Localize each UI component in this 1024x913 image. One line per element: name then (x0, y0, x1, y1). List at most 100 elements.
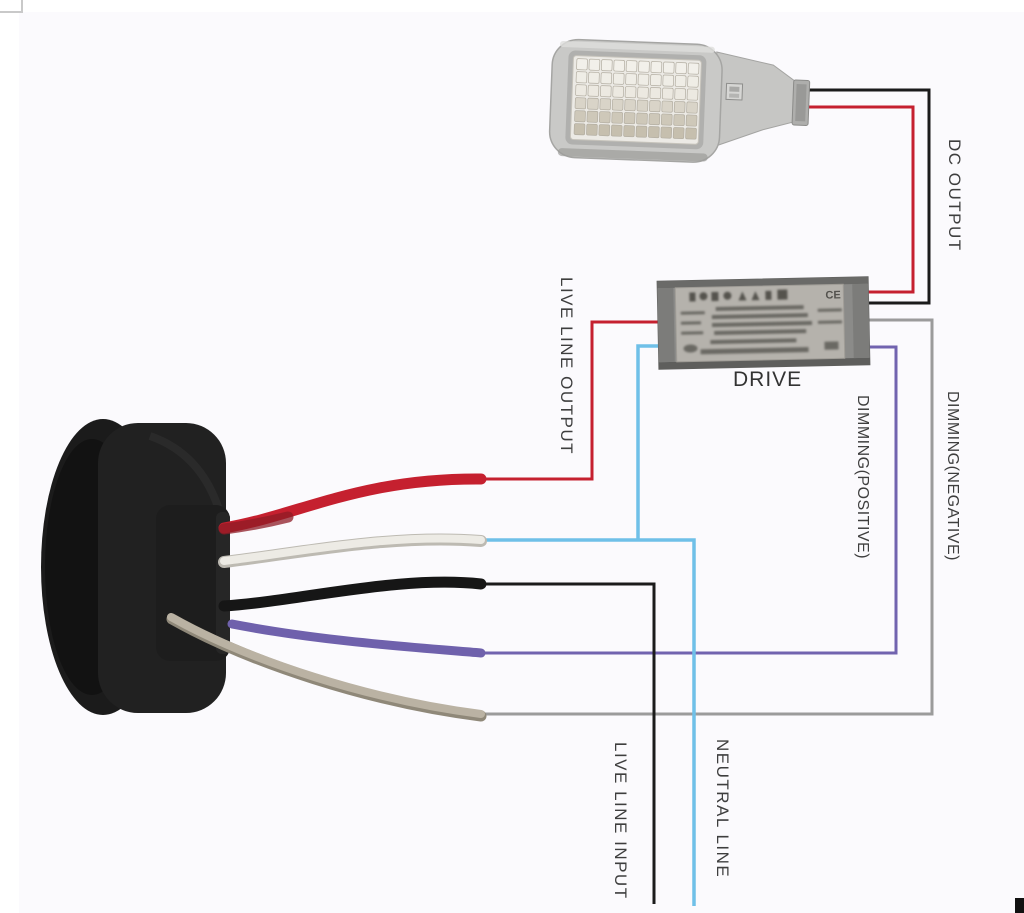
street-light-logo-mark-2 (729, 93, 740, 98)
lead-wire-gray (167, 613, 485, 718)
led-cell (612, 72, 625, 85)
led-cell (686, 88, 699, 101)
led-cell (661, 100, 674, 113)
label-neutral-line: NEUTRAL LINE (713, 739, 732, 879)
led-cell (586, 123, 598, 136)
led-cell (623, 125, 635, 138)
led-cell (662, 61, 675, 74)
photocell-lead-wires (166, 473, 487, 722)
led-cell (674, 75, 687, 88)
led-cell (661, 87, 674, 100)
schematic-wires (481, 88, 934, 906)
street-light-arm (712, 51, 802, 148)
led-cell (673, 101, 686, 114)
led-cell (649, 100, 661, 113)
street-light-head-highlight (559, 41, 715, 53)
label-dimming-positive: DIMMING(POSITIVE) (854, 395, 871, 560)
led-cell (650, 61, 663, 74)
page-corner-box (0, 0, 23, 13)
driver-label-text-lines (680, 305, 843, 355)
wire-neutral-main (481, 538, 696, 906)
led-cell (574, 110, 586, 123)
led-cell (648, 113, 661, 126)
led-cell (687, 75, 699, 88)
wire-dimming-positive (481, 345, 898, 655)
led-cell (574, 97, 587, 110)
led-cell (625, 73, 637, 86)
wire-live-line-input (481, 582, 656, 904)
photocell-connector-edge (216, 512, 230, 654)
wire-neutral-to-driver (636, 344, 660, 540)
led-cell (685, 127, 697, 140)
label-live-line-output: LIVE LINE OUTPUT (557, 277, 576, 455)
led-cell (674, 88, 686, 101)
video-progress-mark (1015, 898, 1024, 913)
led-cell (649, 87, 662, 100)
led-cell (599, 98, 612, 111)
led-cell (600, 72, 613, 85)
driver-label-print (680, 289, 843, 355)
led-cell (598, 111, 611, 124)
lead-wire-white (220, 534, 485, 565)
wire-dc-positive (803, 105, 915, 294)
led-cell (587, 84, 600, 97)
led-cell (587, 97, 599, 110)
driver-case-right-cap (852, 283, 870, 359)
led-cell (638, 60, 650, 73)
led-cell (624, 99, 636, 112)
led-cell (599, 85, 612, 98)
led-cell (612, 85, 624, 98)
led-grid (573, 58, 700, 140)
label-dc-output: DC OUTPUT (945, 139, 964, 252)
led-cell (660, 113, 673, 126)
led-cell (650, 74, 662, 87)
led-cell (623, 112, 636, 125)
led-cell (586, 110, 599, 123)
led-street-light (548, 38, 811, 163)
led-cell (575, 84, 587, 97)
led-cell (687, 62, 700, 75)
led-cell (613, 59, 625, 72)
street-light-bracket-inner (795, 84, 807, 122)
wire-dimming-negative (481, 318, 934, 716)
driver-case-bottom-edge (658, 357, 870, 370)
led-cell (637, 86, 649, 99)
led-cell (672, 127, 685, 140)
street-light-logo-mark-1 (729, 86, 740, 92)
lead-wire-black (218, 576, 487, 612)
led-cell (637, 73, 650, 86)
led-cell (624, 86, 637, 99)
led-cell (598, 124, 611, 137)
led-driver-box: CE (656, 276, 871, 370)
led-cell (648, 126, 660, 139)
wire-dc-negative (803, 88, 931, 305)
led-cell (636, 112, 648, 125)
led-cell (588, 71, 600, 84)
driver-cert-icons (689, 289, 788, 302)
led-cell (600, 59, 613, 72)
driver-case-top-edge (657, 276, 869, 289)
photocell-sensor (41, 419, 230, 715)
led-cell (575, 71, 588, 84)
driver-ce-mark: CE (825, 289, 841, 301)
label-dimming-negative: DIMMING(NEGATIVE) (944, 391, 961, 561)
led-cell (610, 124, 623, 137)
led-cell (611, 98, 624, 111)
label-drive: DRIVE (733, 368, 803, 391)
led-cell (660, 126, 673, 139)
led-cell (576, 58, 588, 71)
led-cell (662, 74, 675, 87)
lead-wire-red-shadow (218, 511, 294, 535)
led-cell (636, 99, 649, 112)
driver-case-left-cap (657, 287, 675, 363)
led-cell (573, 123, 586, 136)
wire-live-line-output (481, 320, 660, 481)
led-cell (625, 60, 638, 73)
led-cell (611, 111, 623, 124)
led-cell (675, 62, 687, 75)
lead-wire-purple (227, 619, 486, 658)
led-cell (685, 114, 698, 127)
led-cell (686, 101, 698, 114)
led-cell (635, 125, 648, 138)
